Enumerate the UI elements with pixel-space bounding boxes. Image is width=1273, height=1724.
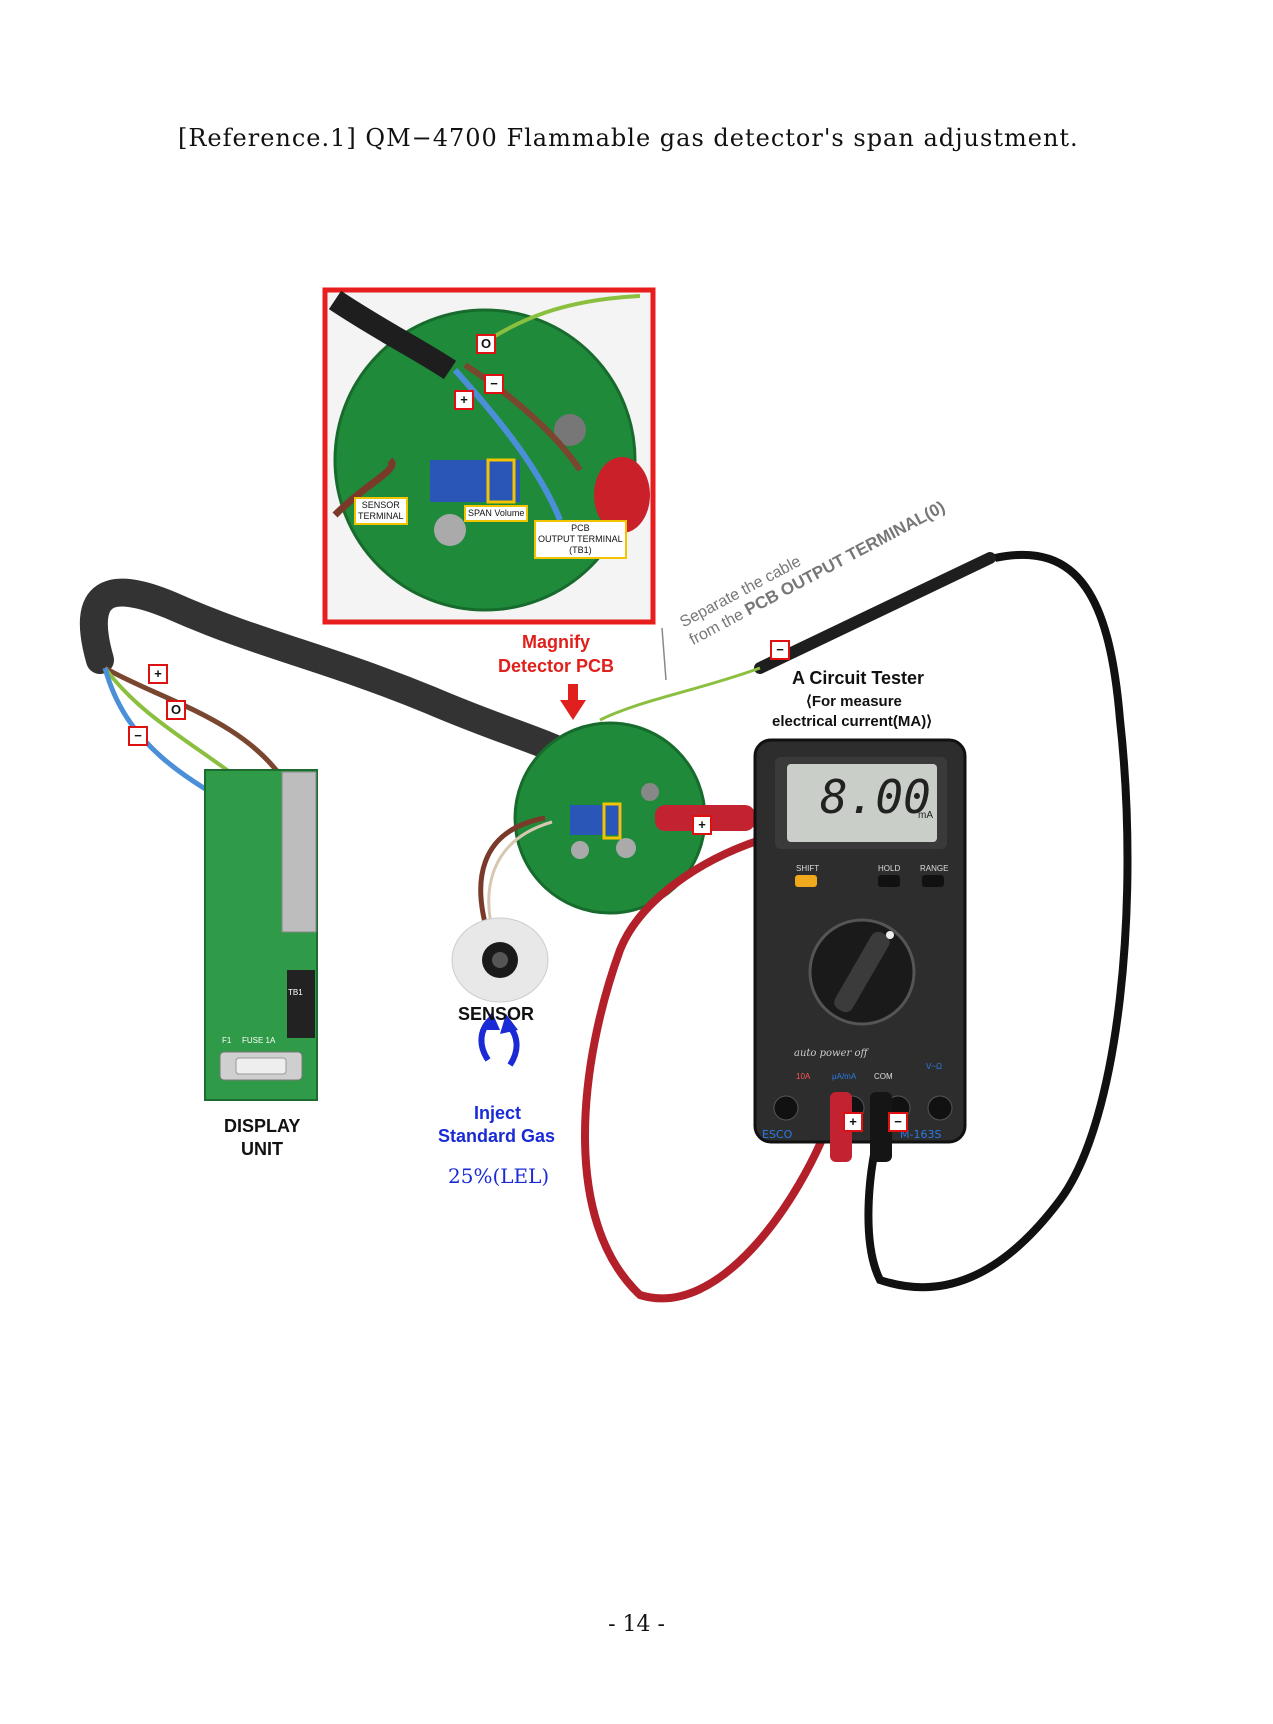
meter-shift-label: SHIFT — [796, 864, 820, 873]
magnify-label: Magnify — [522, 632, 591, 652]
page-title: [Reference.1] QM−4700 Flammable gas dete… — [178, 124, 1079, 152]
meter-jack-10a: 10A — [796, 1072, 811, 1081]
terminal-plus-pcb: + — [692, 815, 712, 835]
tester-title: A Circuit Tester — [792, 668, 925, 688]
lel-label: 25%(LEL) — [448, 1164, 550, 1188]
meter-model: M-163S — [900, 1128, 941, 1141]
meter-brand: ESCO — [762, 1128, 793, 1141]
cable-note-line2: from the PCB OUTPUT TERMINAL(0) — [686, 497, 948, 648]
terminal-plus-meter: + — [843, 1112, 863, 1132]
standard-gas-label: Standard Gas — [438, 1126, 556, 1146]
meter-hold-label: HOLD — [878, 864, 901, 873]
terminal-zero-display: O — [166, 700, 186, 720]
terminal-minus-meter: − — [888, 1112, 908, 1132]
meter-unit: mA — [918, 810, 933, 821]
black-test-lead — [864, 550, 1132, 1292]
board-f1: F1 — [222, 1036, 232, 1045]
sensor-label: SENSOR — [458, 1004, 535, 1024]
terminal-plus-magnified: + — [454, 390, 474, 410]
terminal-minus-probe: − — [770, 640, 790, 660]
sensor-wires — [478, 815, 546, 941]
wire-brown-left — [103, 665, 293, 792]
meter-reading: 8.00 — [820, 770, 931, 824]
page-number: - 14 - — [608, 1612, 665, 1637]
span-volume-label: SPAN Volume — [464, 505, 529, 522]
display-unit-label-1: DISPLAY — [224, 1116, 301, 1136]
meter-lcd — [787, 764, 937, 842]
terminal-plus-display: + — [148, 664, 168, 684]
terminal-zero-magnified: O — [476, 334, 496, 354]
meter-range-label: RANGE — [920, 864, 949, 873]
tester-sub1: ⟨For measure — [806, 693, 902, 710]
probe-tip-magnified — [594, 457, 650, 533]
board-tb1: TB1 — [288, 988, 303, 997]
terminal-minus-magnified: − — [484, 374, 504, 394]
detector-pcb-label: Detector PCB — [498, 656, 615, 676]
meter-jack-v: V~Ω — [926, 1062, 942, 1071]
meter-jack-ma: μA/mA — [832, 1072, 857, 1081]
magnify-arrow — [560, 684, 586, 720]
meter-auto-off: auto power off — [794, 1048, 868, 1059]
meter-jack-com: COM — [874, 1072, 893, 1081]
inject-label: Inject — [474, 1103, 522, 1123]
terminal-minus-display: − — [128, 726, 148, 746]
tester-sub2: electrical current(MA)⟩ — [772, 713, 933, 730]
main-cable — [79, 578, 594, 774]
board-fuse: FUSE 1A — [242, 1036, 276, 1045]
display-unit-label-2: UNIT — [241, 1139, 283, 1159]
probe-pen — [754, 552, 996, 674]
